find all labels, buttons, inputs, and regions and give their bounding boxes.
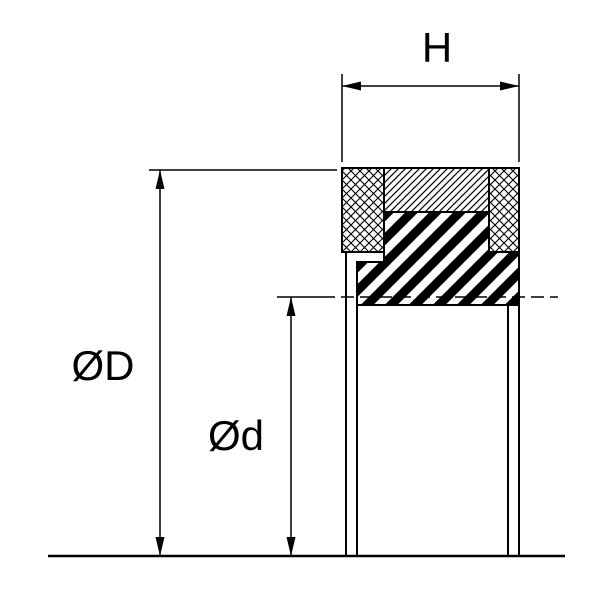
elastomer-element	[356, 211, 520, 306]
dim-D-label: ØD	[72, 342, 135, 389]
seal-cross-section	[341, 167, 520, 306]
dimension-H: H	[341, 24, 520, 162]
dim-D-arrow-bottom	[155, 537, 165, 556]
dim-d-arrow-top	[286, 297, 296, 316]
dim-d-label: Ød	[208, 412, 264, 459]
dim-h-label: H	[422, 24, 452, 71]
backup-ring-right	[488, 167, 520, 253]
cap-ring-top	[383, 167, 490, 213]
dimension-inner-diameter: Ød	[208, 297, 296, 556]
dimension-outer-diameter: ØD	[72, 169, 337, 556]
dim-h-arrow-left	[342, 81, 361, 91]
dim-d-arrow-bottom	[286, 537, 296, 556]
backup-ring-left	[341, 167, 385, 253]
dim-h-arrow-right	[500, 81, 519, 91]
dim-D-arrow-top	[155, 170, 165, 189]
